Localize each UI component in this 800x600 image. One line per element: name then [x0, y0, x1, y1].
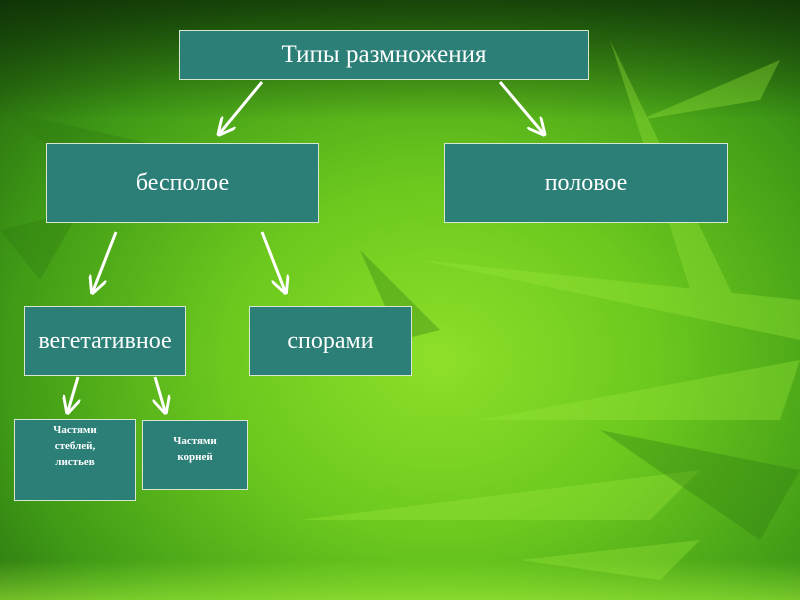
node-sexual: половое	[444, 143, 728, 223]
node-label: половое	[544, 169, 628, 196]
node-label: спорами	[287, 327, 374, 354]
arrow-root-to-asexual	[220, 81, 264, 133]
node-vegetative: вегетативное	[24, 306, 186, 376]
node-label: Типы размножения	[281, 41, 487, 68]
arrow-vegetative-to-stems	[68, 376, 78, 411]
node-root-parts: Частями корней	[142, 420, 248, 490]
background-bottom-band	[0, 560, 800, 600]
arrow-vegetative-to-roots	[155, 376, 165, 411]
node-label: бесполое	[135, 169, 230, 196]
node-label: Частями стеблей, листьев	[53, 424, 97, 468]
node-asexual: бесполое	[46, 143, 319, 223]
arrow-asexual-to-spores	[260, 231, 285, 291]
node-stem-leaf-parts: Частями стеблей, листьев	[14, 419, 136, 501]
node-label: вегетативное	[38, 327, 172, 354]
arrow-root-to-sexual	[498, 81, 543, 133]
node-label: Частями корней	[173, 435, 217, 463]
node-reproduction-types: Типы размножения	[179, 30, 589, 80]
arrow-asexual-to-vegetative	[93, 231, 118, 291]
node-spores: спорами	[249, 306, 412, 376]
